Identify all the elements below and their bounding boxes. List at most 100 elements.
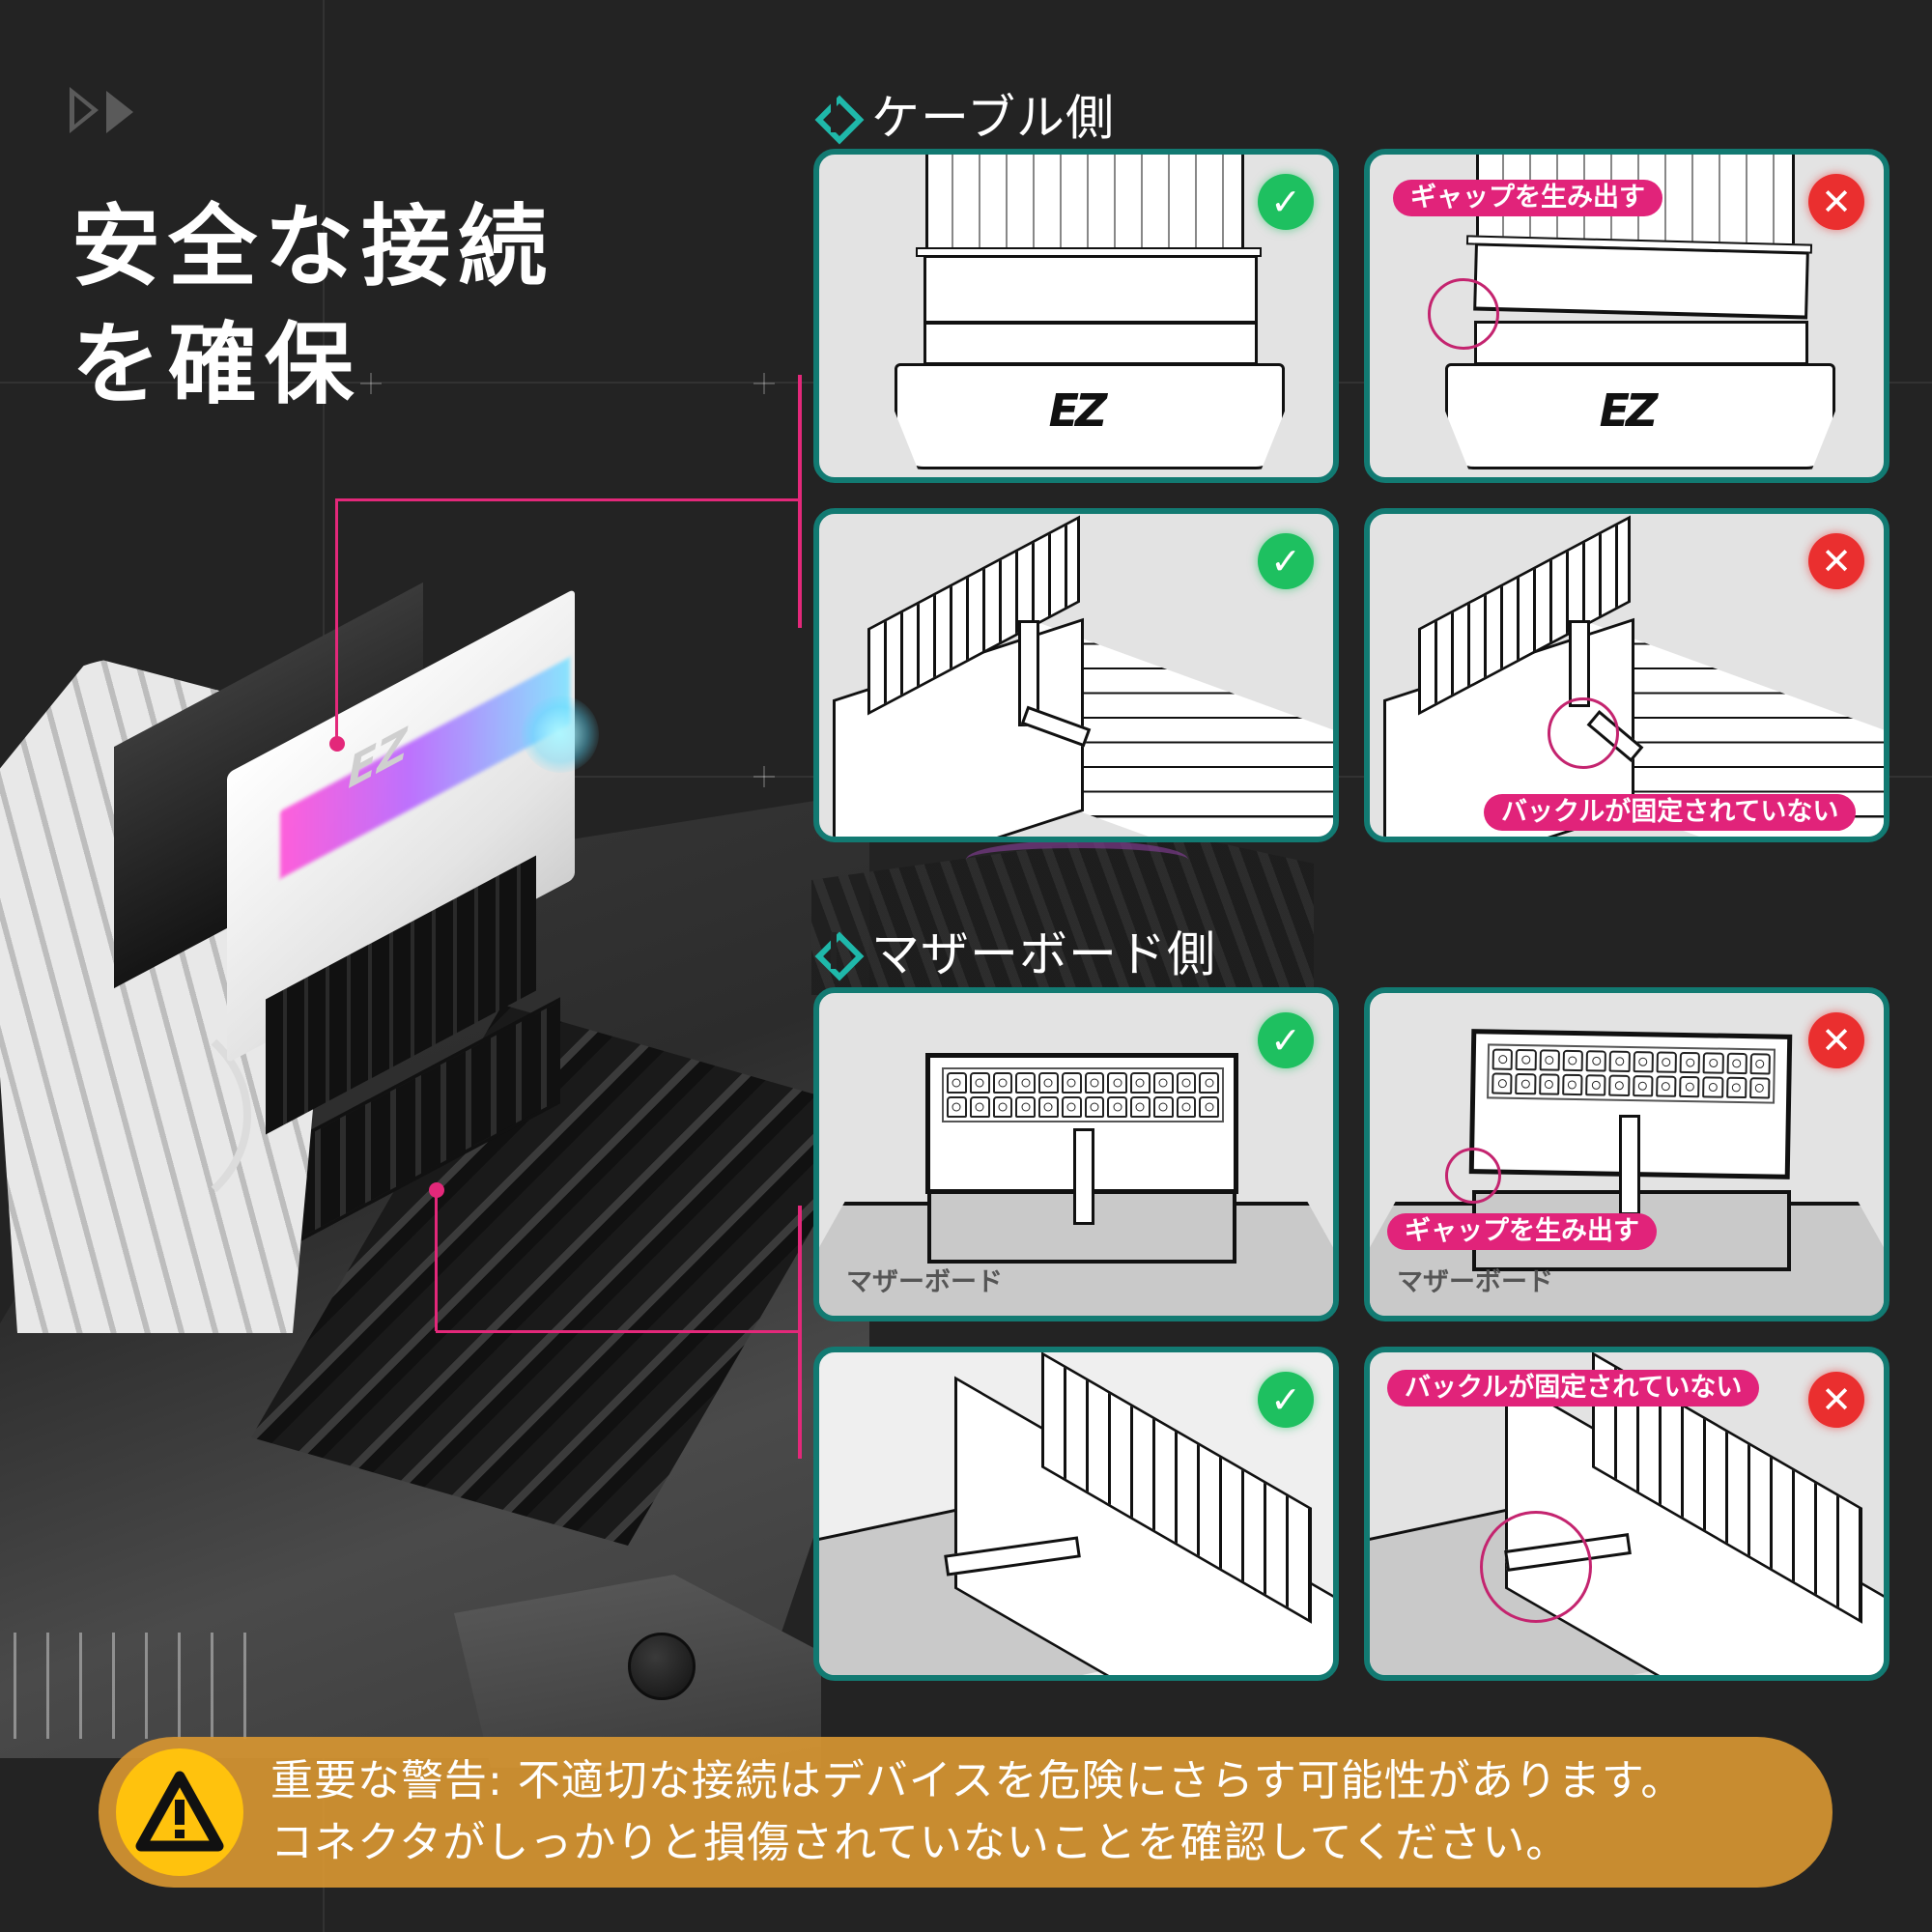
buckle-latch-drawing bbox=[1569, 620, 1590, 707]
pin-cell bbox=[1107, 1072, 1127, 1094]
pin-cell bbox=[1061, 1072, 1082, 1094]
pin-cell bbox=[1633, 1051, 1654, 1073]
warning-line2: コネクタがしっかりと損傷されていないことを確認してください。 bbox=[270, 1818, 1570, 1867]
pin-cell bbox=[969, 1096, 990, 1118]
pin-cell bbox=[1539, 1049, 1560, 1071]
pin-cell bbox=[1038, 1072, 1059, 1094]
pin-cell bbox=[1702, 1076, 1724, 1098]
section-title: マザーボード側 bbox=[871, 926, 1216, 982]
pin-cell bbox=[1538, 1073, 1560, 1095]
pin-cell bbox=[1679, 1075, 1700, 1098]
crosshair-marker bbox=[753, 373, 775, 394]
pin-cell bbox=[1199, 1072, 1219, 1094]
pin-cell bbox=[1176, 1072, 1197, 1094]
callout-dot-cable bbox=[329, 736, 345, 752]
warning-triangle-icon bbox=[116, 1748, 243, 1876]
pin-grid bbox=[942, 1067, 1224, 1122]
pin-cell bbox=[947, 1072, 967, 1094]
play-outline-icon bbox=[70, 87, 99, 133]
pin-cell bbox=[1585, 1074, 1606, 1096]
buckle-tag: バックルが固定されていない bbox=[1484, 794, 1857, 831]
sleeve-drawing bbox=[925, 155, 1244, 247]
callout-line-motherboard bbox=[436, 1330, 800, 1333]
motherboard-label: マザーボード bbox=[846, 1267, 1003, 1297]
pin-cell bbox=[1632, 1075, 1654, 1097]
gap-highlight-ring bbox=[1428, 278, 1499, 350]
pin-cell bbox=[1679, 1051, 1701, 1074]
rgb-wire-illustration bbox=[0, 1005, 251, 1227]
pin-cell bbox=[1038, 1096, 1059, 1118]
pin-cell bbox=[1492, 1048, 1514, 1070]
check-icon: ✓ bbox=[1258, 1372, 1314, 1428]
latch-drawing bbox=[1073, 1128, 1094, 1225]
pin-cell bbox=[1107, 1096, 1127, 1118]
pin-cell bbox=[1061, 1096, 1082, 1118]
crosshair-marker bbox=[753, 766, 775, 787]
pin-cell bbox=[992, 1072, 1013, 1094]
callout-line-cable bbox=[798, 375, 802, 628]
header-pins-illustration bbox=[0, 1633, 261, 1739]
x-icon: ✕ bbox=[1808, 1372, 1864, 1428]
pin-cell bbox=[1561, 1073, 1583, 1096]
pin-cell bbox=[1656, 1051, 1677, 1073]
pin-cell bbox=[1152, 1072, 1174, 1094]
latch-drawing bbox=[1619, 1115, 1640, 1215]
connector-body bbox=[1473, 242, 1809, 320]
pin-cell bbox=[1608, 1050, 1631, 1072]
pin-grid bbox=[1487, 1043, 1776, 1104]
pin-cell bbox=[1199, 1096, 1219, 1118]
motherboard-gap-card: ギャップを生み出す マザーボード ✕ bbox=[1364, 987, 1889, 1321]
pin-cell bbox=[947, 1096, 967, 1118]
pin-cell bbox=[1725, 1076, 1747, 1099]
page-title-line2: を確保 bbox=[71, 313, 362, 416]
warning-text: 重要な警告: 不適切な接続はデバイスを危険にさらす可能性があります。 コネクタが… bbox=[270, 1750, 1684, 1874]
x-icon: ✕ bbox=[1808, 533, 1864, 589]
connector-body bbox=[923, 325, 1258, 365]
pin-cell bbox=[1726, 1052, 1747, 1075]
ez-logo: EZ bbox=[1048, 384, 1108, 437]
pin-cell bbox=[992, 1096, 1013, 1118]
ez-logo: EZ bbox=[1599, 384, 1659, 437]
callout-line-motherboard bbox=[435, 1190, 438, 1331]
check-icon: ✓ bbox=[1258, 174, 1314, 230]
callout-line-motherboard bbox=[798, 1206, 802, 1459]
buckle-ok-card: ✓ bbox=[813, 508, 1339, 842]
pin-cell bbox=[1176, 1096, 1197, 1118]
crosshair-marker bbox=[360, 373, 382, 394]
latch-highlight-ring bbox=[1480, 1511, 1592, 1623]
x-icon: ✕ bbox=[1808, 174, 1864, 230]
warning-triangle-glyph bbox=[135, 1771, 224, 1852]
adapter-glow bbox=[522, 696, 599, 773]
vent-accent bbox=[966, 840, 1188, 879]
pin-cell bbox=[1749, 1053, 1771, 1075]
pin-cell bbox=[1492, 1072, 1513, 1094]
pin-cell bbox=[969, 1072, 990, 1094]
buckle-ng-card: バックルが固定されていない ✕ bbox=[1364, 508, 1889, 842]
pin-cell bbox=[1702, 1052, 1724, 1074]
connector-body bbox=[1474, 321, 1808, 365]
pin-cell bbox=[1562, 1049, 1583, 1072]
check-icon: ✓ bbox=[1258, 533, 1314, 589]
pin-cell bbox=[1015, 1096, 1036, 1118]
buckle-tag: バックルが固定されていない bbox=[1387, 1370, 1760, 1406]
callout-dot-motherboard bbox=[429, 1182, 444, 1198]
pin-cell bbox=[1130, 1096, 1151, 1118]
pin-cell bbox=[1515, 1048, 1537, 1071]
check-icon: ✓ bbox=[1258, 1012, 1314, 1068]
motherboard-label: マザーボード bbox=[1397, 1267, 1553, 1297]
page-title-line1: 安全な接続 bbox=[71, 195, 555, 298]
connector-body bbox=[923, 255, 1258, 325]
diamond-icon bbox=[817, 98, 850, 130]
pin-cell bbox=[1152, 1096, 1174, 1118]
motherboard-latch-ng-card: バックルが固定されていない ✕ bbox=[1364, 1347, 1889, 1681]
gap-tag: ギャップを生み出す bbox=[1387, 1213, 1657, 1250]
pin-cell bbox=[1015, 1072, 1036, 1094]
connector-cap bbox=[1445, 363, 1835, 469]
cable-gap-card: EZ ギャップを生み出す ✕ bbox=[1364, 149, 1889, 483]
section-header-motherboard: マザーボード側 bbox=[817, 916, 1216, 985]
pin-cell bbox=[1130, 1072, 1151, 1094]
play-solid-icon bbox=[106, 91, 133, 133]
pin-cell bbox=[1748, 1077, 1771, 1099]
section-header-cable: ケーブル側 bbox=[817, 79, 1115, 149]
pin-cell bbox=[1084, 1072, 1105, 1094]
